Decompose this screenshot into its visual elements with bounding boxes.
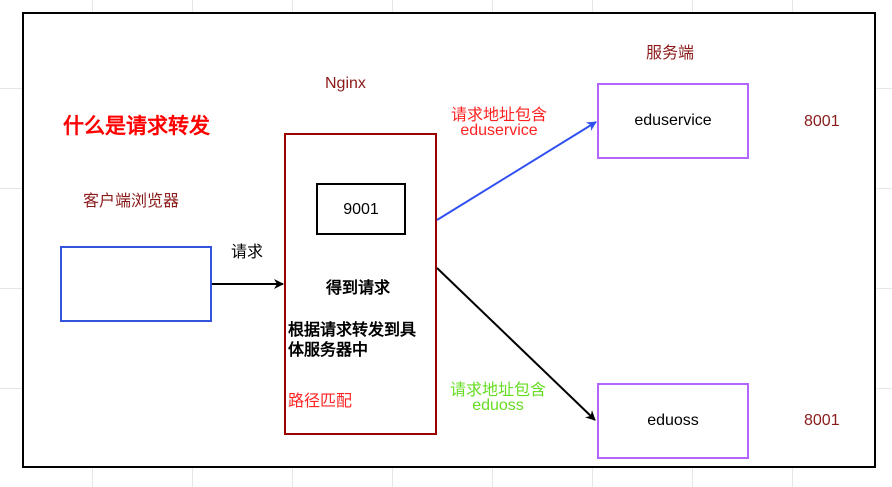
eduservice-box — [597, 83, 749, 159]
eduoss-name: eduoss — [647, 412, 699, 429]
nginx-to-eduoss-arrow — [436, 267, 596, 421]
nginx-port: 9001 — [343, 201, 379, 218]
nginx-to-eduservice-arrow — [436, 121, 597, 221]
eduservice-condition-line2: eduservice — [460, 122, 538, 139]
eduservice-condition-line1: 请求地址包含 — [450, 107, 547, 124]
eduoss-port: 8001 — [804, 412, 840, 429]
get-request-text: 得到请求 — [326, 280, 391, 297]
diagram-canvas — [22, 12, 876, 468]
eduoss-condition-line1: 请求地址包含 — [449, 382, 546, 399]
path-match-text: 路径匹配 — [288, 393, 353, 410]
nginx-port-box — [316, 183, 406, 235]
diagram-title: 什么是请求转发 — [63, 115, 210, 138]
client-browser-box — [60, 246, 212, 322]
server-group-label: 服务端 — [646, 45, 695, 62]
request-label: 请求 — [231, 244, 264, 261]
eduoss-box — [597, 383, 749, 459]
eduservice-name: eduservice — [634, 112, 712, 129]
eduoss-condition-line2: eduoss — [472, 397, 524, 414]
nginx-box — [284, 133, 437, 435]
client-label: 客户端浏览器 — [83, 193, 180, 210]
forward-text-line2: 体服务器中 — [288, 342, 369, 359]
eduservice-port: 8001 — [804, 113, 840, 130]
nginx-label: Nginx — [325, 75, 366, 92]
forward-text-line1: 根据请求转发到具 — [288, 322, 417, 339]
